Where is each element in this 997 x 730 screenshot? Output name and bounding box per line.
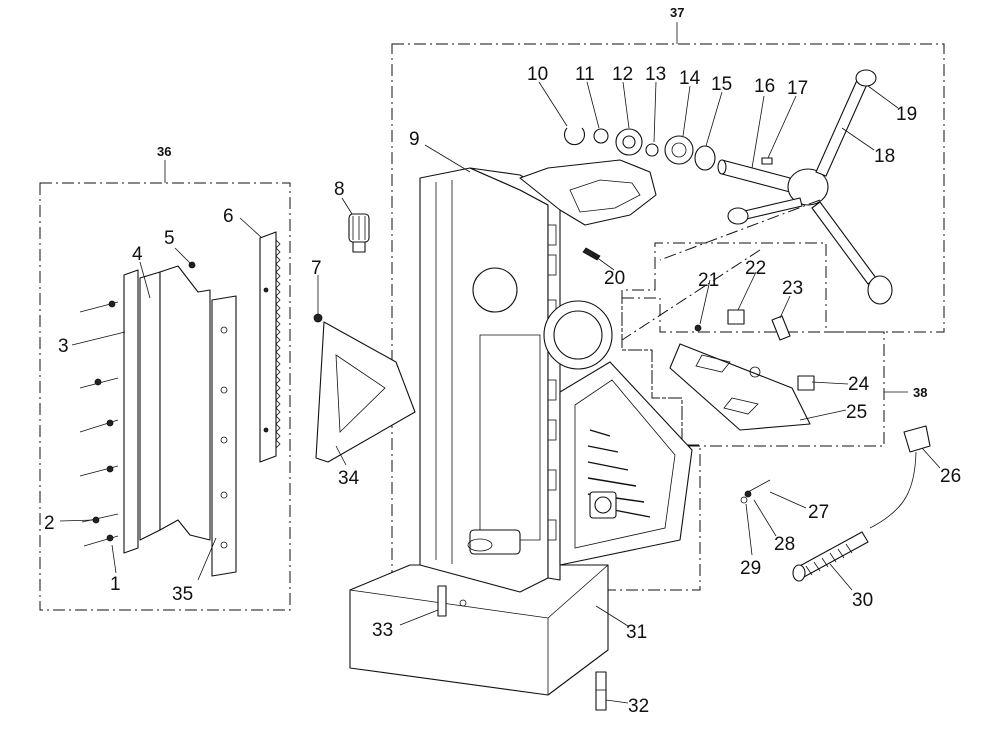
- callout-17: 17: [787, 78, 808, 99]
- callout-1: 1: [110, 574, 121, 595]
- callout-21: 21: [698, 270, 719, 291]
- callout-22: 22: [745, 258, 766, 279]
- callout-10: 10: [527, 64, 548, 85]
- group-36-boundary: [39, 160, 291, 611]
- switch-panel-assembly: [669, 309, 815, 431]
- callout-35: 35: [172, 584, 193, 605]
- callout-3: 3: [58, 336, 69, 357]
- callout-4: 4: [132, 244, 143, 265]
- callout-13: 13: [645, 64, 666, 85]
- screw-set: [740, 479, 771, 504]
- callout-31: 31: [626, 622, 647, 643]
- callout-25: 25: [846, 402, 867, 423]
- callout-12: 12: [612, 64, 633, 85]
- column-frame: [419, 159, 693, 593]
- power-cable: [792, 425, 931, 582]
- feed-shaft-assembly: [563, 69, 893, 305]
- callout-27: 27: [808, 502, 829, 523]
- leader-lines: [59, 81, 941, 704]
- callout-26: 26: [940, 466, 961, 487]
- knob: [348, 213, 370, 253]
- callout-16: 16: [754, 76, 775, 97]
- callout-33: 33: [372, 620, 393, 641]
- callout-30: 30: [852, 590, 873, 611]
- rack-gib-assembly: [79, 231, 281, 577]
- callout-29: 29: [740, 558, 761, 579]
- callout-32: 32: [628, 696, 649, 717]
- base-bolts: [437, 585, 607, 711]
- group-label-38: 38: [913, 385, 927, 400]
- callout-19: 19: [896, 104, 917, 125]
- triangle-bracket-plate: [313, 313, 416, 463]
- callout-8: 8: [334, 179, 345, 200]
- callout-6: 6: [223, 206, 234, 227]
- callout-18: 18: [874, 146, 895, 167]
- group-label-37: 37: [670, 5, 684, 20]
- callout-9: 9: [409, 129, 420, 150]
- callout-14: 14: [679, 68, 701, 89]
- callout-28: 28: [774, 534, 795, 555]
- callout-15: 15: [711, 74, 732, 95]
- callout-20: 20: [604, 268, 625, 289]
- group-label-36: 36: [157, 144, 171, 159]
- callout-11: 11: [575, 64, 595, 85]
- callout-5: 5: [164, 228, 175, 249]
- callout-7: 7: [311, 258, 322, 279]
- magnetic-base: [349, 564, 609, 696]
- callout-23: 23: [782, 278, 803, 299]
- callout-2: 2: [44, 513, 55, 534]
- callout-34: 34: [338, 468, 360, 489]
- callout-24: 24: [848, 374, 870, 395]
